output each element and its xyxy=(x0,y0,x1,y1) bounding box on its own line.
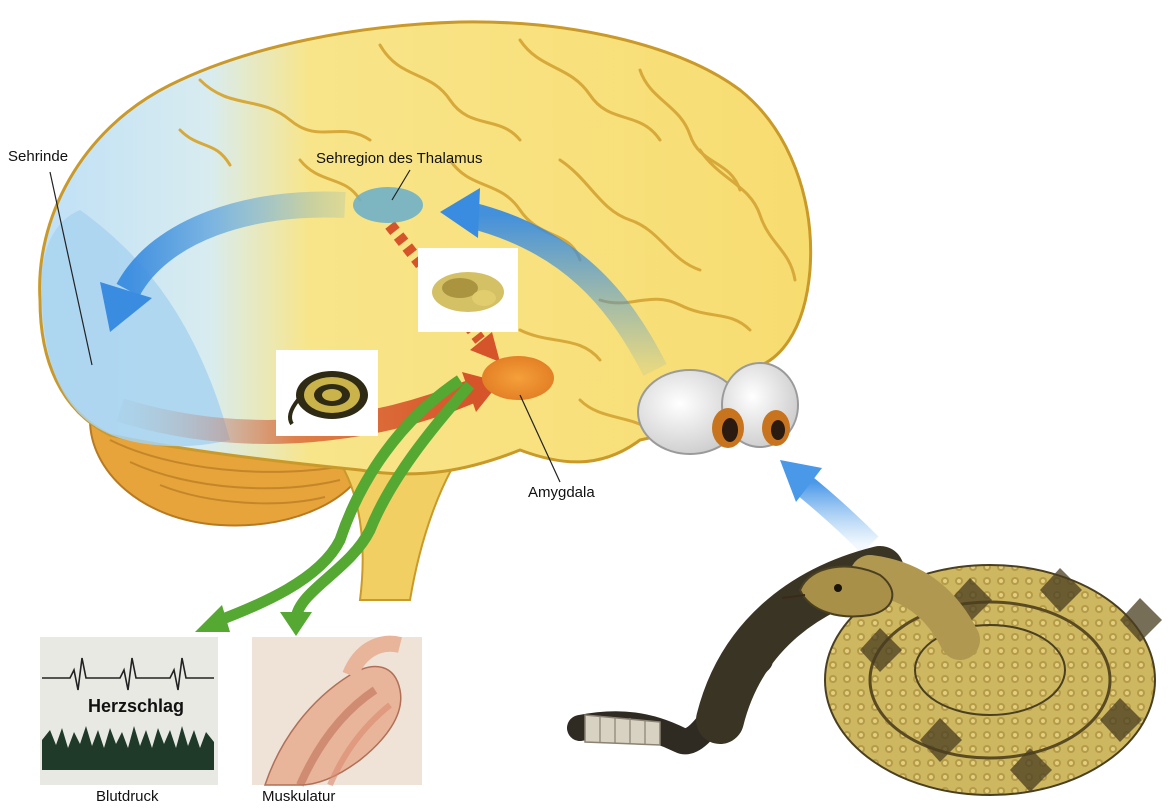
rattlesnake-illustration xyxy=(580,565,1162,795)
label-thalamus: Sehregion des Thalamus xyxy=(316,150,483,167)
label-amygdala: Amygdala xyxy=(528,484,595,501)
amygdala xyxy=(482,356,554,400)
arrow-snake-to-eyes xyxy=(800,482,870,545)
label-heartbeat: Herzschlag xyxy=(88,696,184,717)
thalamus-visual-region xyxy=(353,187,423,223)
arrowhead-heart xyxy=(195,605,230,632)
blurry-snake-thumbnail xyxy=(418,248,518,332)
leg-muscle-icon xyxy=(252,637,422,785)
clear-snake-thumbnail xyxy=(276,350,378,436)
label-blood-pressure: Blutdruck xyxy=(96,788,159,805)
arrowhead-muscle xyxy=(280,612,312,636)
eyes-icon xyxy=(638,363,798,454)
label-visual-cortex: Sehrinde xyxy=(8,148,68,165)
label-musculature: Muskulatur xyxy=(262,788,335,805)
